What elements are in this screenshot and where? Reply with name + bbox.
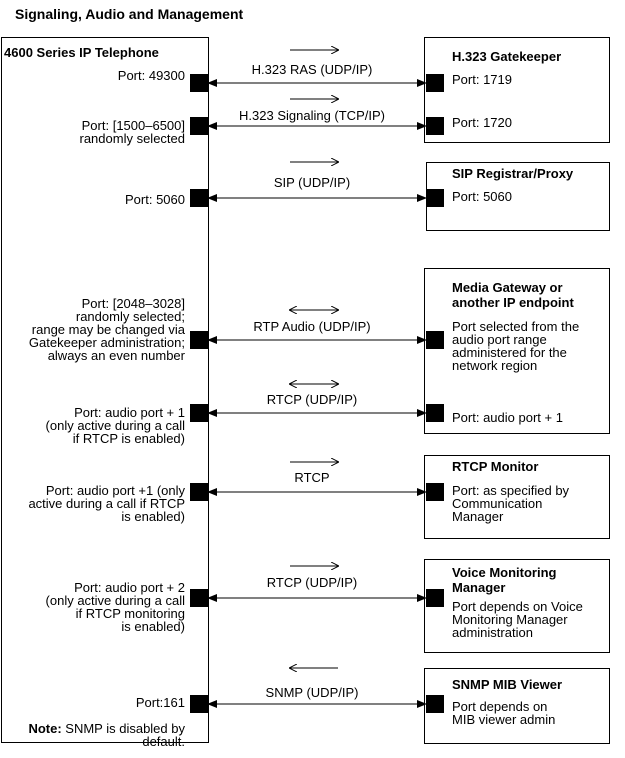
diagram-title: Signaling, Audio and Management: [15, 6, 244, 22]
protocol-label: H.323 RAS (UDP/IP): [251, 62, 373, 77]
voice-monitoring-box: [424, 559, 610, 653]
phone-port-square: [190, 589, 208, 607]
rtcp-monitor-box: [424, 455, 610, 539]
server-port: Port: 1720: [452, 115, 512, 130]
server-port: Port: 5060: [452, 189, 512, 204]
phone-port-square: [190, 404, 208, 422]
server-title: SNMP MIB Viewer: [452, 677, 563, 692]
server-port: Port depends on Voice Monitoring Manager…: [452, 599, 583, 640]
server-port-square: [426, 695, 444, 713]
server-port-square: [426, 589, 444, 607]
phone-port-label: Port: 49300: [117, 68, 185, 83]
server-title: RTCP Monitor: [452, 459, 539, 474]
phone-port-square: [190, 74, 208, 92]
server-port-square: [426, 483, 444, 501]
protocol-label: RTCP (UDP/IP): [266, 392, 358, 407]
phone-port-square: [190, 331, 208, 349]
phone-box: [1, 37, 209, 743]
phone-port-square: [190, 117, 208, 135]
server-title: Voice Monitoring Manager: [452, 565, 557, 595]
snmp-port-text: Port:161: [135, 695, 185, 710]
snmp-viewer-box: [424, 668, 610, 744]
protocol-label: SIP (UDP/IP): [273, 175, 351, 190]
phone-port-square: [190, 695, 208, 713]
server-port-square: [426, 74, 444, 92]
snmp-note-text: SNMP is disabled by default.: [65, 721, 185, 749]
phone-port-label: Port: audio port + 2 (only active during…: [45, 580, 185, 634]
server-port-square: [426, 117, 444, 135]
server-title: SIP Registrar/Proxy: [452, 166, 574, 181]
server-port: Port: as specified by Communication Mana…: [452, 483, 570, 524]
server-port: Port: audio port + 1: [452, 410, 563, 425]
phone-port-label: Port: 5060: [125, 192, 185, 207]
phone-title: 4600 Series IP Telephone: [4, 45, 159, 60]
snmp-note-label: Note:: [28, 721, 62, 736]
server-title: Media Gateway or another IP endpoint: [452, 280, 574, 310]
protocol-label: SNMP (UDP/IP): [265, 685, 359, 700]
sip-registrar-box: [426, 162, 610, 231]
server-port: Port selected from the audio port range …: [452, 319, 580, 373]
server-port-square: [426, 189, 444, 207]
phone-port-label: Port: [1500–6500] randomly selected: [79, 118, 186, 146]
server-port: Port depends on MIB viewer admin: [452, 699, 556, 727]
phone-port-label: Port: audio port + 1 (only active during…: [45, 405, 185, 446]
server-title: H.323 Gatekeeper: [452, 49, 562, 64]
phone-port-label: Port:161 Note: SNMP is disabled by defau…: [28, 683, 185, 748]
protocol-label: RTP Audio (UDP/IP): [253, 319, 371, 334]
phone-port-square: [190, 483, 208, 501]
gatekeeper-box: [424, 37, 610, 143]
media-gateway-box: [424, 268, 610, 434]
protocol-label: RTCP (UDP/IP): [266, 575, 358, 590]
phone-port-label: Port: [2048–3028] randomly selected; ran…: [28, 296, 185, 363]
server-port-square: [426, 331, 444, 349]
phone-port-label: Port: audio port +1 (only active during …: [28, 483, 185, 524]
protocol-label: H.323 Signaling (TCP/IP): [239, 108, 385, 123]
protocol-label: RTCP: [294, 470, 330, 485]
server-port-square: [426, 404, 444, 422]
server-port: Port: 1719: [452, 72, 512, 87]
phone-port-square: [190, 189, 208, 207]
